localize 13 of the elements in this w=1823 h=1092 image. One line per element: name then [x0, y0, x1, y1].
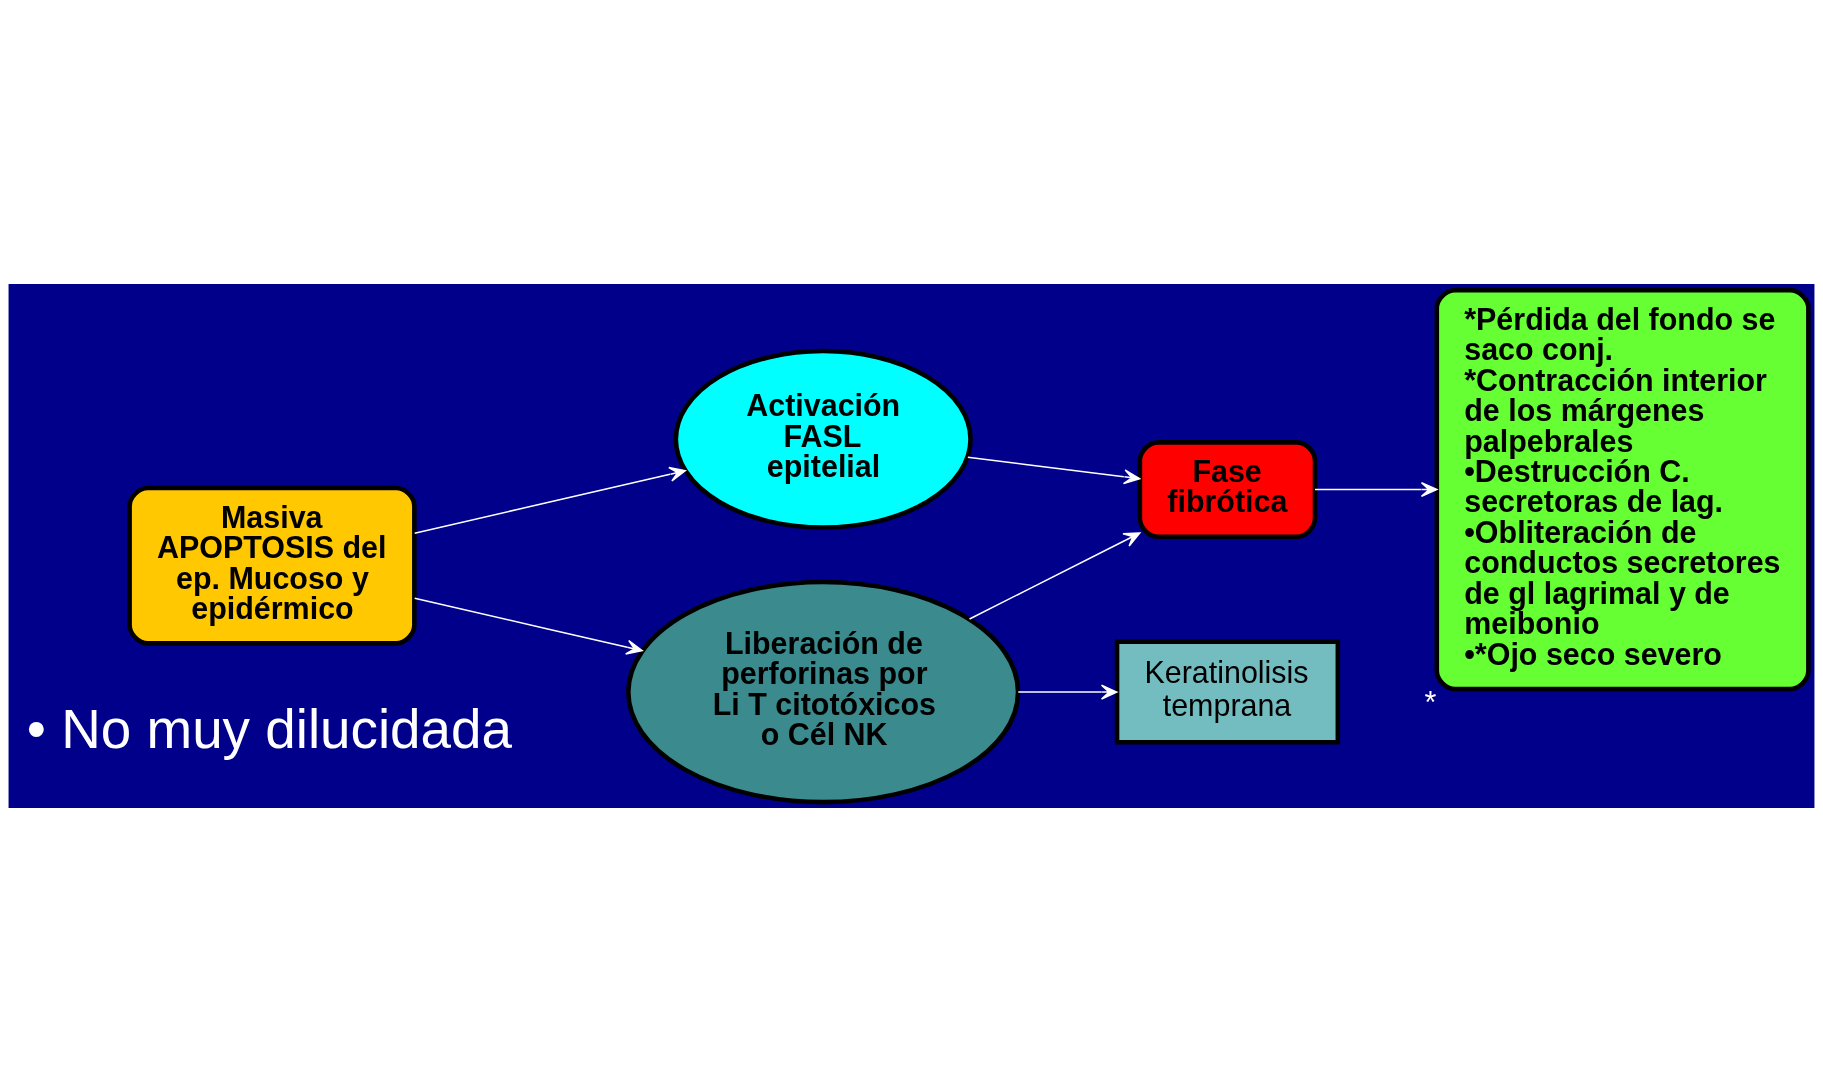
node-label: * [1424, 685, 1437, 720]
arrow [968, 532, 1141, 620]
node-box: Keratinolisis temprana [1114, 639, 1341, 745]
arrow [1314, 481, 1438, 498]
arrow [413, 597, 643, 655]
arrow [413, 466, 686, 534]
node-box: Fase fibrótica [1137, 440, 1318, 540]
label: • No muy dilucidada [26, 698, 513, 761]
arrow [967, 456, 1141, 485]
arrow [1017, 684, 1118, 700]
node-box: Masiva APOPTOSIS del ep. Mucoso y epidérmico [127, 485, 417, 646]
node-box: *Pérdida del fondo se saco conj. *Contracción interior de los márgenes palpebrales •Destrucción C. secretoras de lag. •Obliteración de conductos secretores de gl lagrimal y de meibonio •*Ojo seco severo [1434, 287, 1811, 692]
node-ellipse: Activación FASL epitelial [673, 348, 973, 530]
